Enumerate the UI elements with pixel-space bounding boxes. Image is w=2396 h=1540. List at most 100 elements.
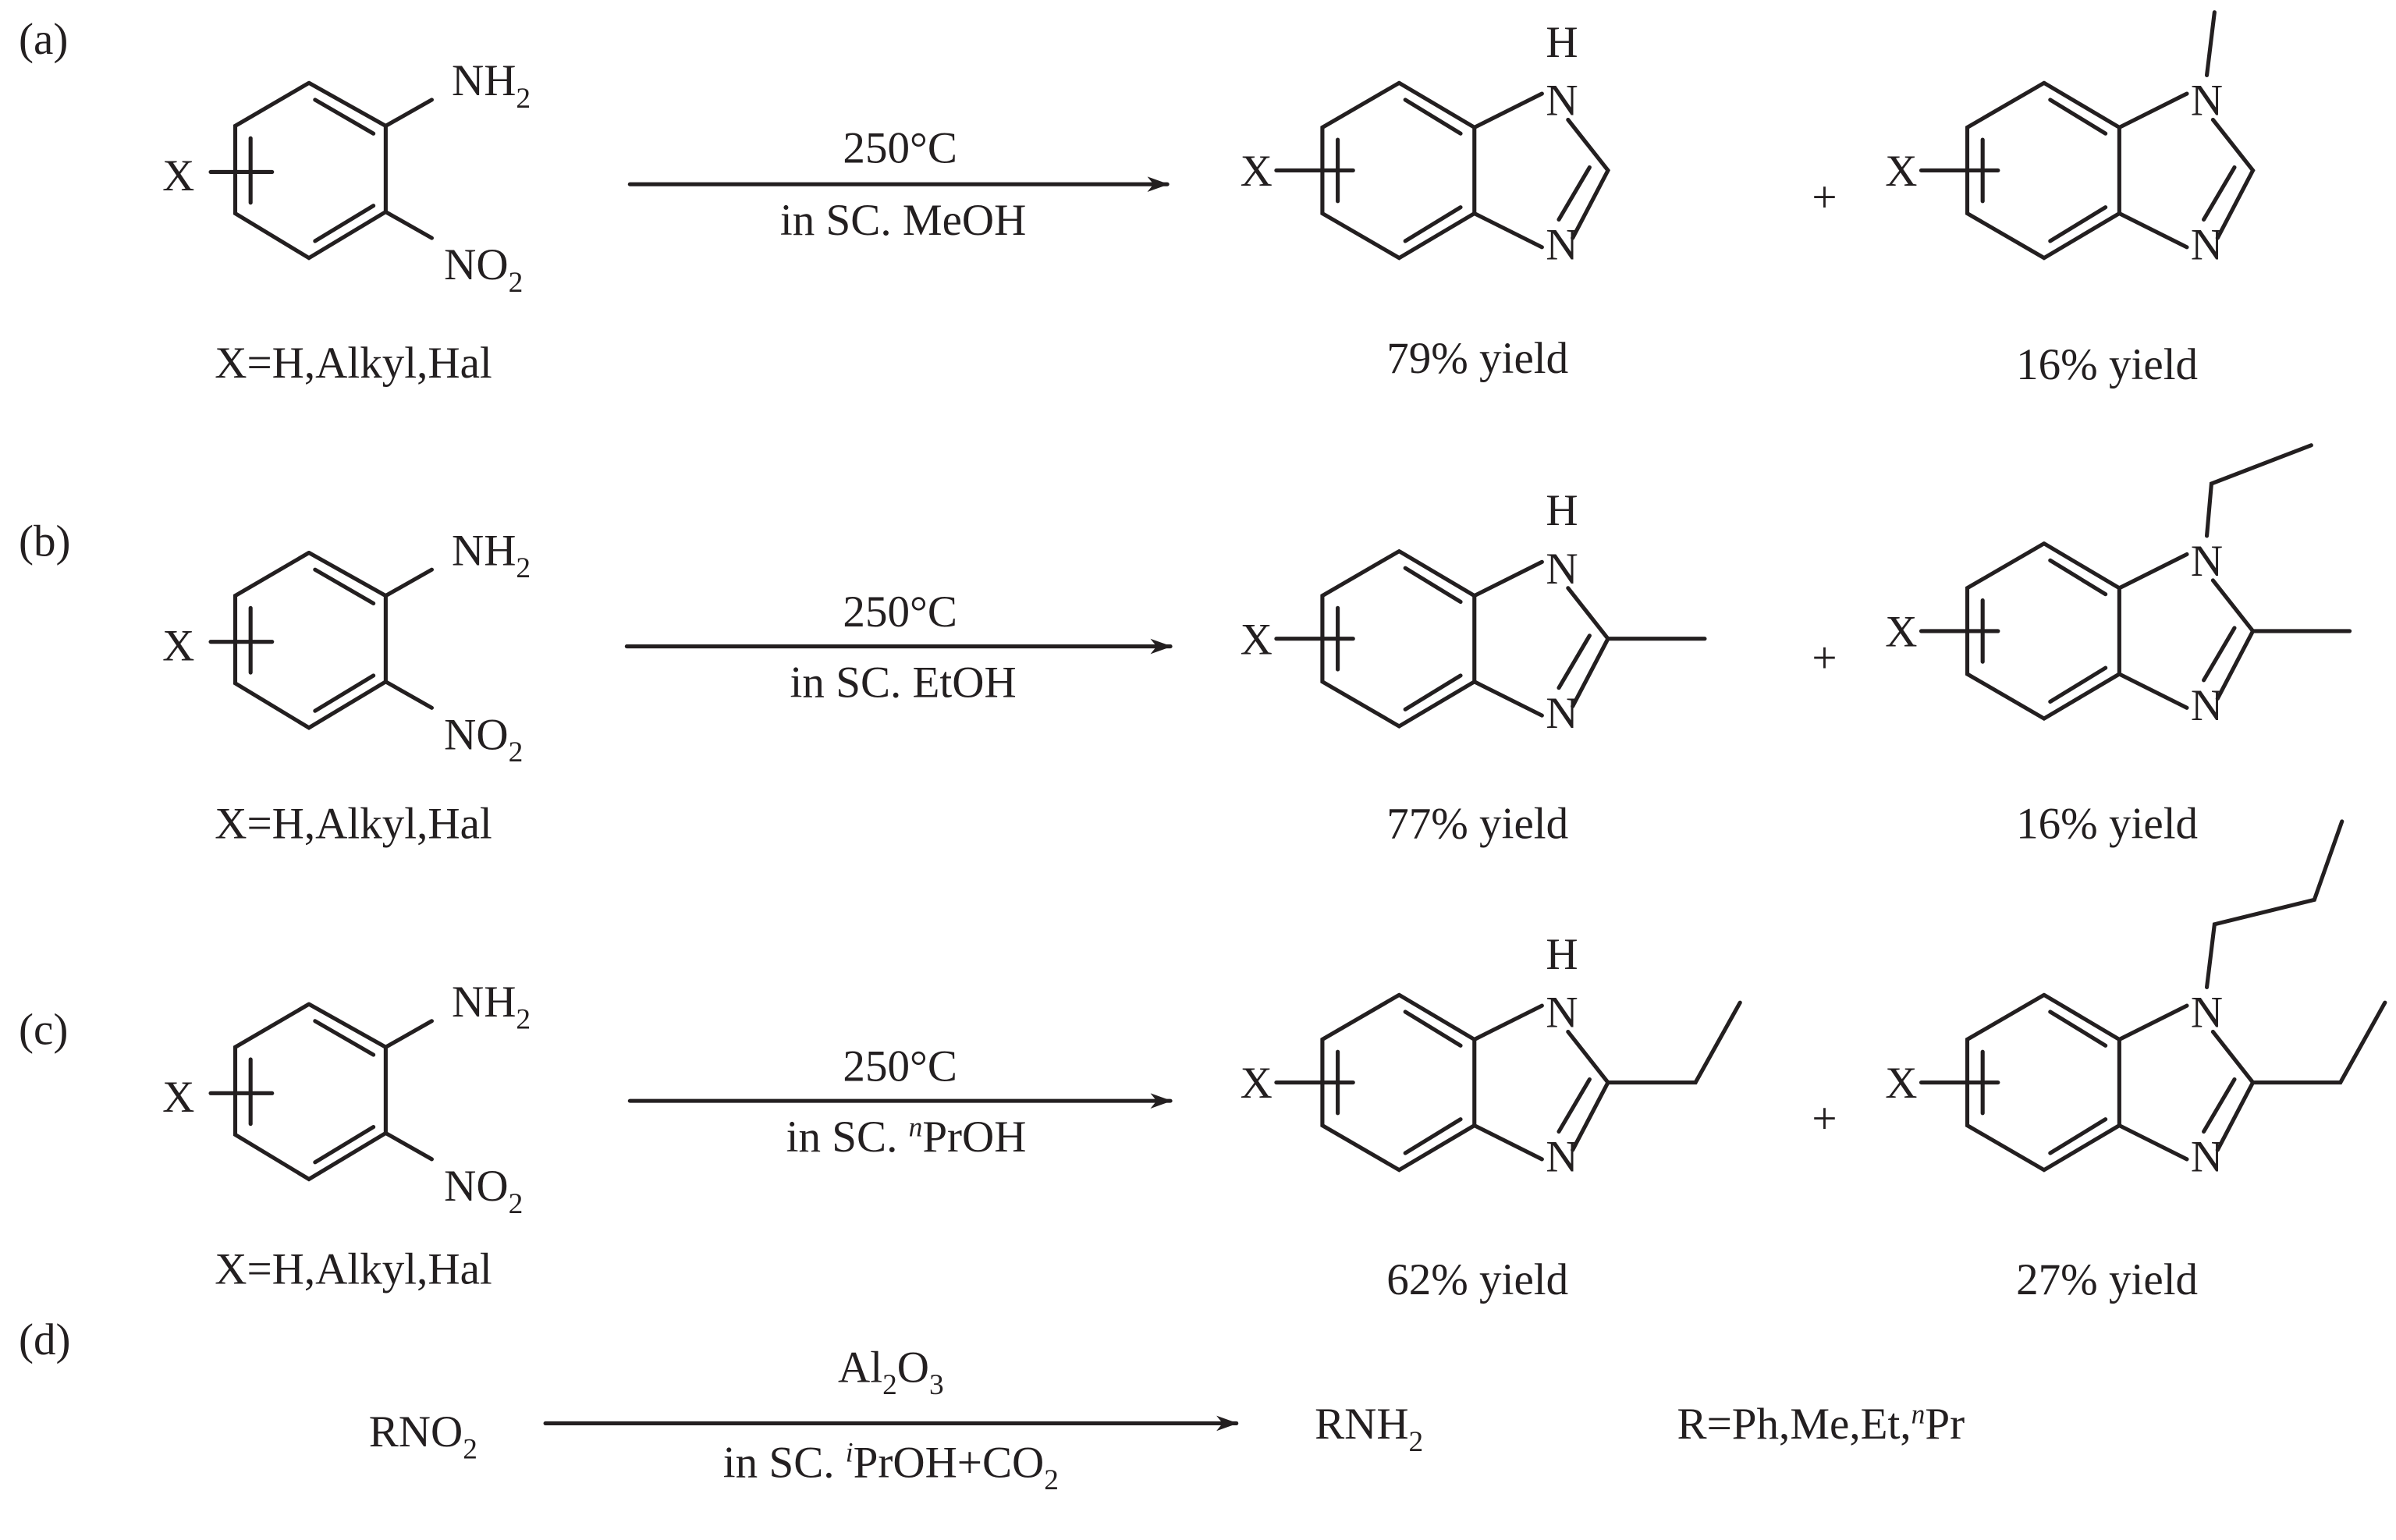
conditions-solvent-b: in SC. EtOH bbox=[790, 658, 1017, 708]
reactant-note-a: X=H,Alkyl,Hal bbox=[215, 339, 492, 388]
yield-a-1: 79% yield bbox=[1386, 334, 1568, 383]
double-bond bbox=[2048, 98, 2108, 136]
plus-sign-b: + bbox=[1812, 633, 1837, 683]
yield-b-1: 77% yield bbox=[1386, 800, 1568, 849]
n-propyl-bonds bbox=[2204, 819, 2345, 990]
conditions-solvent-c: in SC. nPrOH bbox=[786, 1111, 1027, 1162]
amino-group: NH2 bbox=[452, 56, 531, 115]
c2-n3-double-bond bbox=[2202, 1077, 2237, 1134]
double-bond bbox=[313, 204, 376, 243]
n1-label: N bbox=[1546, 988, 1578, 1038]
n3-label: N bbox=[2191, 221, 2223, 270]
n1-label: N bbox=[2191, 76, 2223, 126]
nitro-group: NO2 bbox=[444, 1162, 523, 1220]
nh-hydrogen-label: H bbox=[1546, 486, 1578, 535]
n3-bond bbox=[2117, 672, 2189, 710]
n3-bond bbox=[2117, 1123, 2189, 1162]
amine-bond bbox=[383, 98, 434, 128]
n3-label: N bbox=[1546, 689, 1578, 738]
n3-bond bbox=[2117, 211, 2189, 250]
plus-sign-a: + bbox=[1812, 173, 1837, 222]
benzimidazole-product-c-2: XNN bbox=[1885, 819, 2387, 1182]
benzimidazole-product-b-2: X N N bbox=[1885, 443, 2352, 730]
n3-label: N bbox=[2191, 681, 2223, 730]
conditions-temp-a: 250°C bbox=[843, 124, 957, 173]
yield-c-2: 27% yield bbox=[2016, 1255, 2198, 1304]
n1-label: N bbox=[1546, 76, 1578, 126]
n3-bond bbox=[1472, 680, 1544, 718]
n3-bond bbox=[1472, 211, 1544, 250]
product-rnh2: RNH2 bbox=[1315, 1400, 1423, 1458]
x-substituent-label: X bbox=[1885, 1059, 1917, 1108]
double-bond bbox=[1403, 1117, 1463, 1155]
conditions-temp-b: 250°C bbox=[843, 587, 957, 637]
yield-c-1: 62% yield bbox=[1386, 1255, 1568, 1304]
c2-n3-double-bond bbox=[1557, 165, 1592, 222]
c2-n3-double-bond bbox=[2202, 165, 2237, 222]
conditions-solvent-a: in SC. MeOH bbox=[780, 196, 1026, 245]
n-methyl-bond bbox=[2204, 10, 2217, 77]
x-substituent-label: X bbox=[1885, 147, 1917, 196]
amine-bond bbox=[383, 1019, 434, 1049]
x-substituent-label: X bbox=[1885, 608, 1917, 657]
c2-n3-double-bond bbox=[1557, 633, 1592, 690]
nitro-group: NO2 bbox=[444, 710, 523, 768]
n1-bond bbox=[1472, 1003, 1544, 1041]
n3-label: N bbox=[2191, 1133, 2223, 1182]
n1-bond bbox=[1472, 559, 1544, 598]
double-bond bbox=[2048, 665, 2108, 704]
amino-group: NH2 bbox=[452, 978, 531, 1036]
imidazole-c2-bonds bbox=[2210, 117, 2256, 240]
n1-bond bbox=[2117, 1003, 2189, 1041]
nitro-bond bbox=[383, 1130, 434, 1162]
panel-label-d: (d) bbox=[19, 1315, 71, 1364]
double-bond bbox=[2048, 1117, 2108, 1155]
double-bond bbox=[1403, 566, 1463, 605]
double-bond bbox=[2048, 205, 2108, 243]
c2-ethyl-bonds bbox=[1606, 1000, 1742, 1085]
nh-hydrogen-label: H bbox=[1546, 930, 1578, 979]
panel-label-b: (b) bbox=[19, 516, 71, 566]
amine-bond bbox=[383, 567, 434, 598]
double-bond bbox=[1403, 1010, 1463, 1048]
panel-label-a: (a) bbox=[19, 15, 68, 64]
n1-bond bbox=[2117, 552, 2189, 591]
n1-label: N bbox=[2191, 537, 2223, 586]
n3-bond bbox=[1472, 1123, 1544, 1162]
imidazole-c2-bonds bbox=[1566, 117, 1611, 240]
yield-a-2: 16% yield bbox=[2016, 340, 2198, 389]
x-substituent-label: X bbox=[162, 621, 194, 670]
benzimidazole-product-a-2: X N N bbox=[1885, 10, 2256, 270]
nitro-bond bbox=[383, 680, 434, 710]
reagent-al2o3: Al2O3 bbox=[838, 1343, 944, 1401]
reactant-note-b: X=H,Alkyl,Hal bbox=[215, 800, 492, 849]
double-bond bbox=[313, 98, 376, 136]
x-substituent-label: X bbox=[162, 151, 194, 200]
nitro-bond bbox=[383, 210, 434, 240]
conditions-solvent-d: in SC. iPrOH+CO2 bbox=[723, 1437, 1059, 1496]
plus-sign-c: + bbox=[1812, 1094, 1837, 1143]
r-definition: R=Ph,Me,Et,nPr bbox=[1677, 1398, 1965, 1449]
x-substituent-label: X bbox=[1241, 615, 1273, 664]
double-bond bbox=[1403, 205, 1463, 243]
double-bond bbox=[2048, 1010, 2108, 1048]
c2-ethyl-bonds bbox=[2251, 1000, 2387, 1085]
nh-hydrogen-label: H bbox=[1546, 18, 1578, 67]
double-bond bbox=[313, 673, 376, 713]
x-substituent-label: X bbox=[162, 1073, 194, 1122]
reactant-note-c: X=H,Alkyl,Hal bbox=[215, 1244, 492, 1293]
n-ethyl-bonds bbox=[2204, 443, 2313, 538]
double-bond bbox=[313, 1125, 376, 1165]
reactant-rno2: RNO2 bbox=[369, 1407, 477, 1466]
c2-n3-double-bond bbox=[1557, 1077, 1592, 1134]
amino-group: NH2 bbox=[452, 526, 531, 584]
n3-label: N bbox=[1546, 1133, 1578, 1182]
c2-n3-double-bond bbox=[2202, 626, 2237, 683]
panel-label-c: (c) bbox=[19, 1005, 68, 1054]
